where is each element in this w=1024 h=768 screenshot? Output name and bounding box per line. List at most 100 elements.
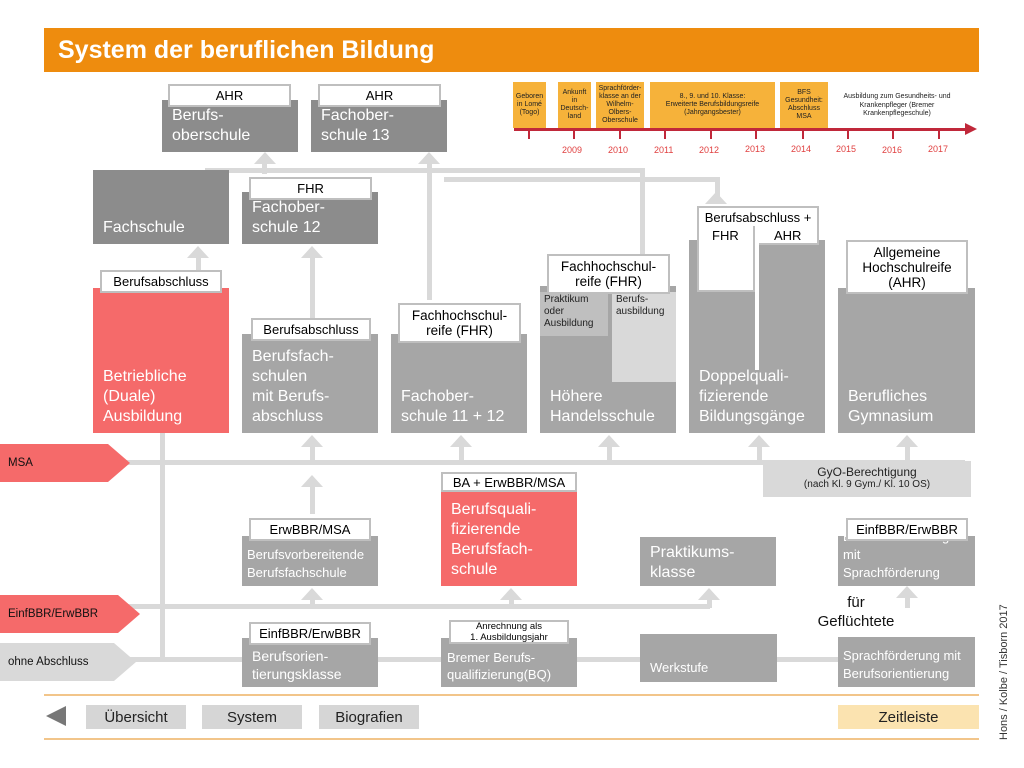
box-fachoberschule-12[interactable]: Fachober- schule 12 xyxy=(242,192,378,244)
box-fachschule[interactable]: Fachschule xyxy=(93,170,229,244)
connector xyxy=(707,594,712,608)
label-allgemeine-hochschulreife: Allgemeine Hochschulreife (AHR) xyxy=(846,240,968,294)
timeline-year: 2014 xyxy=(791,144,812,154)
nav-uebersicht[interactable]: Übersicht xyxy=(86,705,186,729)
footer-divider xyxy=(44,738,979,740)
arrow-up-icon xyxy=(418,152,440,164)
box-berufsoberschule[interactable]: Berufs- oberschule xyxy=(162,100,298,152)
arrow-up-icon xyxy=(598,435,620,447)
box-berufsqualifizierende-bfs[interactable]: Berufsquali- fizierende Berufsfach- schu… xyxy=(441,490,577,586)
timeline-tick xyxy=(802,131,804,139)
connector xyxy=(715,177,720,201)
connector xyxy=(459,440,464,460)
gyo-badge[interactable]: GyO-Berechtigung (nach Kl. 9 Gym./ Kl. 1… xyxy=(763,461,971,497)
box-text: Fachober- schule 13 xyxy=(321,107,394,144)
box-fachoberschule-11-12[interactable]: Fachober- schule 11 + 12 xyxy=(391,334,527,433)
side-arrow-label: ohne Abschluss xyxy=(8,656,89,668)
box-duale-ausbildung[interactable]: Betriebliche (Duale) Ausbildung xyxy=(93,288,229,433)
nav-biografien[interactable]: Biografien xyxy=(319,705,419,729)
label-berufsabschluss: Berufsabschluss xyxy=(100,270,222,293)
timeline-box[interactable]: 8., 9. und 10. Klasse: Erweiterte Berufs… xyxy=(650,82,775,128)
box-berufsorientierungsklasse[interactable]: Berufsorien- tierungsklasse xyxy=(242,638,378,687)
timeline-year: 2015 xyxy=(836,144,857,154)
box-text: Berufsfach- schulen mit Berufs- abschlus… xyxy=(252,348,334,425)
box-text: Praktikums- klasse xyxy=(650,544,735,581)
connector xyxy=(310,258,315,318)
label-ahr: AHR xyxy=(168,84,291,107)
label-anrechnung: Anrechnung als 1. Ausbildungsjahr xyxy=(449,620,569,644)
box-text: Fachober- schule 12 xyxy=(252,199,325,236)
box-berufsvorbereitende-bfs[interactable]: Berufsvorbereitende Berufsfachschule xyxy=(242,536,378,586)
footer-divider xyxy=(44,694,979,696)
connector xyxy=(310,484,315,514)
box-sprachfoerderung-berufsorientierung[interactable]: Sprachförderung mit Berufsorientierung xyxy=(838,637,975,687)
timeline-arrow-icon xyxy=(965,123,977,135)
timeline-box[interactable]: Ankunft in Deutsch- land xyxy=(558,82,591,128)
label-ahr: AHR xyxy=(318,84,441,107)
box-werkstufe[interactable]: Werkstufe xyxy=(640,634,777,682)
connector xyxy=(310,440,315,460)
back-arrow-icon[interactable] xyxy=(46,706,66,726)
arrow-up-icon xyxy=(705,192,727,204)
connector xyxy=(905,440,910,460)
timeline-year: 2017 xyxy=(928,144,949,154)
label-fhr: Fachhochschul- reife (FHR) xyxy=(547,254,670,294)
label-fhr: FHR xyxy=(249,177,372,200)
arrow-right-icon xyxy=(118,595,140,633)
box-berufliches-gymnasium[interactable]: Berufliches Gymnasium xyxy=(838,288,975,433)
box-bremer-berufsqualifizierung[interactable]: Bremer Berufs- qualifizierung(BQ) xyxy=(441,638,577,687)
side-arrow-ohne-abschluss[interactable]: ohne Abschluss xyxy=(0,643,136,681)
timeline-tick xyxy=(755,131,757,139)
timeline-tick xyxy=(938,131,940,139)
gyo-subtitle: (nach Kl. 9 Gym./ Kl. 10 OS) xyxy=(803,479,931,490)
white-separator xyxy=(755,240,759,370)
gyo-title: GyO-Berechtigung xyxy=(817,465,917,479)
timeline-box[interactable]: BFS Gesundheit: Abschluss MSA xyxy=(780,82,828,128)
arrow-right-icon xyxy=(114,643,136,681)
box-berufsorientierung-sprachfoerderung[interactable]: Berufsorientierung mit Sprachförderung xyxy=(838,529,975,586)
box-text: Berufsvorbereitende Berufsfachschule xyxy=(247,547,365,580)
nav-zeitleiste[interactable]: Zeitleiste xyxy=(838,705,979,729)
connector xyxy=(444,177,720,182)
box-doppel-fhr-area xyxy=(697,222,755,292)
arrow-up-icon xyxy=(301,435,323,447)
side-arrow-label: EinfBBR/ErwBBR xyxy=(8,608,99,620)
timeline-text: Ausbildung zum Gesundheits- und Krankenp… xyxy=(843,93,951,117)
connector xyxy=(905,594,910,608)
timeline-axis xyxy=(514,128,969,131)
arrow-up-icon xyxy=(187,246,209,258)
side-arrow-einfbbr[interactable]: EinfBBR/ErwBBR xyxy=(0,595,140,633)
timeline-year: 2009 xyxy=(562,145,583,155)
box-text: Berufliches Gymnasium xyxy=(848,388,934,425)
box-fachoberschule-13[interactable]: Fachober- schule 13 xyxy=(311,100,447,152)
connector xyxy=(262,160,267,174)
timeline-box[interactable]: Sprachförder- klasse an der Wilhelm- Olb… xyxy=(596,82,644,128)
side-arrow-msa[interactable]: MSA xyxy=(0,444,130,482)
box-praktikumsklasse[interactable]: Praktikums- klasse xyxy=(640,537,776,586)
timeline-tick xyxy=(573,131,575,139)
timeline-year: 2012 xyxy=(699,145,720,155)
box-text: Betriebliche (Duale) Ausbildung xyxy=(103,368,187,425)
timeline-tick xyxy=(710,131,712,139)
box-text: Berufs- oberschule xyxy=(172,107,251,144)
label-berufsabschluss-plus: Berufsabschluss + xyxy=(697,206,819,226)
label-fhr: FHR xyxy=(712,228,739,243)
connector xyxy=(205,168,645,173)
connector xyxy=(640,168,645,288)
connector xyxy=(607,440,612,460)
box-berufsfachschulen[interactable]: Berufsfach- schulen mit Berufs- abschlus… xyxy=(242,334,378,433)
label-einfbbr-erwbbr: EinfBBR/ErwBBR xyxy=(249,622,371,645)
arrow-up-icon xyxy=(500,588,522,600)
label-ba-erwbbr-msa: BA + ErwBBR/MSA xyxy=(441,472,577,492)
timeline-year: 2013 xyxy=(745,144,766,154)
label-berufsabschluss: Berufsabschluss xyxy=(251,318,371,341)
nav-system[interactable]: System xyxy=(202,705,302,729)
timeline-box[interactable]: Geboren in Lomé (Togo) xyxy=(513,82,546,128)
connector xyxy=(757,440,762,460)
box-text: Fachschule xyxy=(103,219,185,236)
box-text: Sprachförderung mit Berufsorientierung xyxy=(843,648,961,681)
arrow-up-icon xyxy=(896,586,918,598)
connector xyxy=(160,300,165,658)
label-einfbbr-erwbbr: EinfBBR/ErwBBR xyxy=(846,518,968,541)
connector xyxy=(125,604,710,609)
